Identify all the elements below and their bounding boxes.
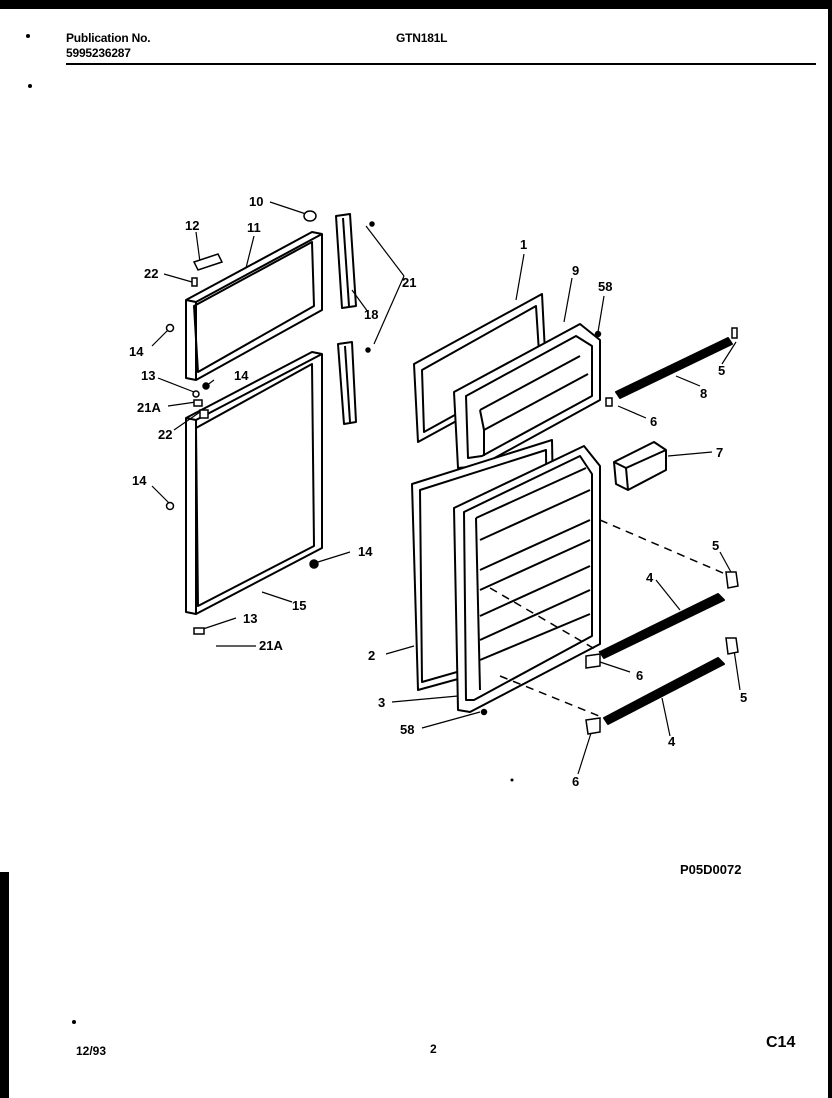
hinge-strips — [335, 213, 357, 425]
top-border — [0, 0, 832, 9]
callout-58: 58 — [400, 722, 414, 737]
publication-label: Publication No. — [66, 31, 151, 45]
hardware-parts — [165, 210, 739, 735]
scan-speck — [72, 1020, 76, 1024]
callout-21: 21 — [402, 275, 416, 290]
callout-2: 2 — [368, 648, 375, 663]
callout-12: 12 — [185, 218, 199, 233]
freezer-door-liner — [453, 323, 601, 469]
callout-5: 5 — [740, 690, 747, 705]
callout-9: 9 — [572, 263, 579, 278]
scan-edge-bar — [0, 872, 9, 1098]
callout-21a: 21A — [137, 400, 161, 415]
callout-14: 14 — [358, 544, 373, 559]
footer-date: 12/93 — [76, 1044, 107, 1058]
callout-22: 22 — [158, 427, 172, 442]
publication-number: 5995236287 — [66, 46, 131, 60]
callout-18: 18 — [364, 307, 378, 322]
callout-10: 10 — [249, 194, 263, 209]
callout-8: 8 — [700, 386, 707, 401]
scan-speck — [26, 34, 30, 38]
callout-58: 58 — [598, 279, 612, 294]
section-code: C14 — [766, 1034, 796, 1051]
callout-4: 4 — [646, 570, 654, 585]
callout-14: 14 — [132, 473, 147, 488]
shelf-retainer — [613, 441, 667, 491]
scan-speck — [28, 84, 32, 88]
model-number: GTN181L — [396, 31, 448, 45]
right-border — [828, 0, 832, 1098]
leader-lines — [151, 201, 741, 775]
callout-14: 14 — [129, 344, 144, 359]
callout-13: 13 — [243, 611, 257, 626]
diagram-code: P05D0072 — [680, 862, 741, 877]
callout-5: 5 — [718, 363, 725, 378]
freezer-door-gasket-frame — [185, 231, 323, 381]
callout-5: 5 — [712, 538, 719, 553]
callout-22: 22 — [144, 266, 158, 281]
callout-11: 11 — [247, 220, 261, 235]
header-rule — [66, 63, 816, 65]
shelf-bars — [599, 337, 733, 725]
callout-6: 6 — [572, 774, 579, 789]
callout-7: 7 — [716, 445, 723, 460]
callout-6: 6 — [650, 414, 657, 429]
callout-15: 15 — [292, 598, 306, 613]
page-number: 2 — [430, 1042, 437, 1056]
scan-speck — [510, 778, 514, 782]
callout-labels: 10 12 11 22 14 13 14 21A 22 14 14 15 13 … — [129, 194, 747, 877]
fresh-food-door-gasket-frame — [185, 351, 323, 615]
callout-4: 4 — [668, 734, 676, 749]
callout-6: 6 — [636, 668, 643, 683]
callout-21a: 21A — [259, 638, 283, 653]
callout-3: 3 — [378, 695, 385, 710]
fresh-food-door-liner — [453, 445, 601, 713]
dashed-guides — [489, 519, 731, 719]
callout-13: 13 — [141, 368, 155, 383]
callout-1: 1 — [520, 237, 527, 252]
callout-14: 14 — [234, 368, 249, 383]
